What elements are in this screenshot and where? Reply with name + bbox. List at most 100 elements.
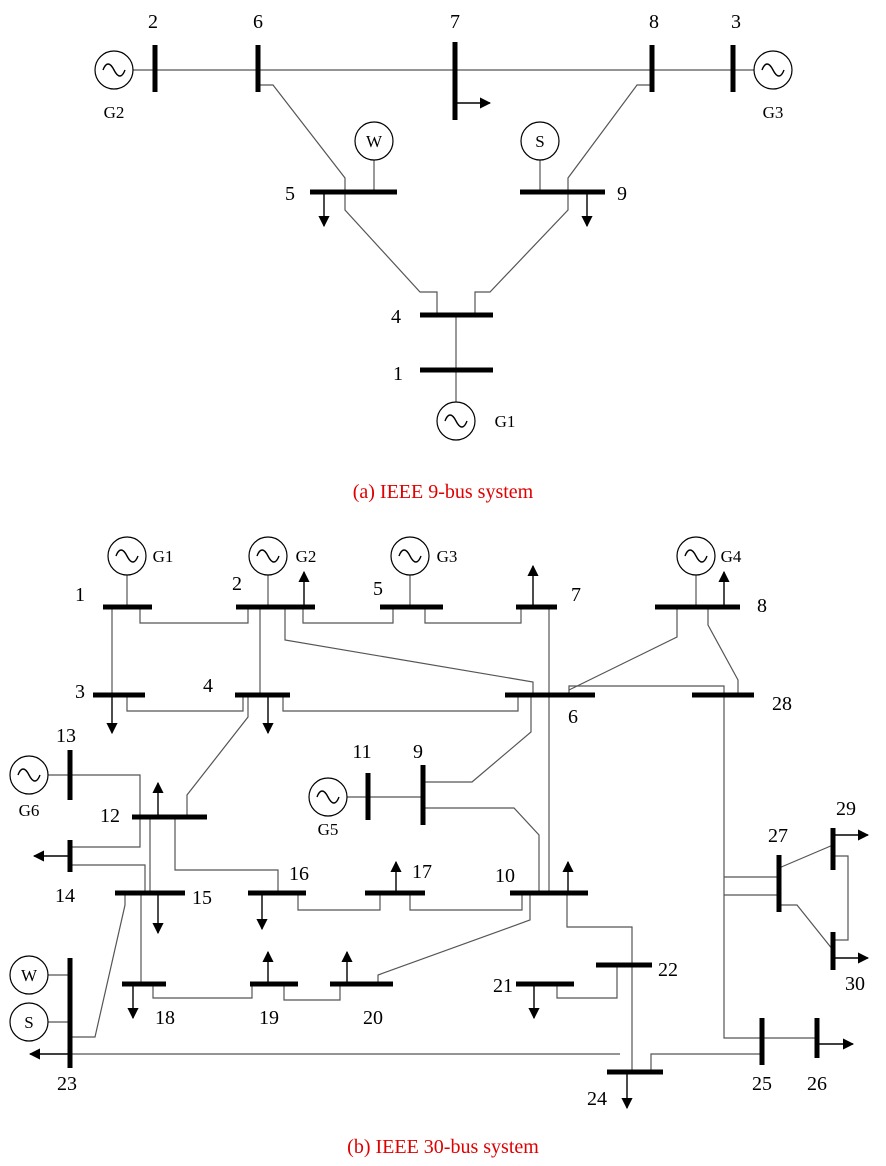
bus-label-20: 20 (363, 1007, 383, 1029)
bus-label-11: 11 (352, 741, 371, 763)
bus-label-2: 2 (232, 573, 242, 595)
line-8-9 (567, 84, 652, 192)
bus-label-18: 18 (155, 1007, 175, 1029)
generator-g2-icon (248, 536, 288, 576)
generator-g3-icon (753, 50, 793, 90)
bus-label-1: 1 (75, 584, 85, 606)
solar-source-label: S (535, 132, 544, 151)
line-6-5 (258, 84, 346, 192)
line-17-10 (409, 893, 523, 911)
bus-label-30: 30 (845, 973, 865, 995)
line-4-6 (282, 695, 519, 712)
bus-label-26: 26 (807, 1073, 827, 1095)
ieee30-lines (70, 607, 849, 1072)
bus-label-8: 8 (757, 595, 767, 617)
bus-label-4: 4 (391, 306, 401, 328)
line-28-25 (723, 695, 762, 1039)
bus-label-8: 8 (649, 11, 659, 33)
bus-label-15: 15 (192, 887, 212, 909)
bus-label-10: 10 (495, 865, 515, 887)
gen-label-g1: G1 (495, 412, 516, 431)
bus-label-29: 29 (836, 798, 856, 820)
generator-g4-icon (676, 536, 716, 576)
bus-label-7: 7 (571, 584, 581, 606)
bus-label-16: 16 (289, 863, 309, 885)
bus-label-17: 17 (412, 861, 432, 883)
bus-label-9: 9 (617, 183, 627, 205)
ieee30-loads (28, 564, 870, 1110)
bus-label-23: 23 (57, 1073, 77, 1095)
bus-label-22: 22 (658, 959, 678, 981)
line-2-5 (302, 607, 394, 624)
gen-label-g2: G2 (104, 103, 125, 122)
bus-label-6: 6 (253, 11, 263, 33)
bus-label-7: 7 (450, 11, 460, 33)
line-9-10 (423, 807, 540, 893)
bus-label-21: 21 (493, 975, 513, 997)
line-27-30 (779, 904, 834, 951)
line-2-6 (284, 607, 534, 695)
ieee9-diagram: W S 2 6 7 8 3 5 9 4 1 G2 G3 G1 (a) IEEE … (94, 11, 793, 503)
gen-label-g3: G3 (437, 547, 458, 566)
gen-label-g1: G1 (153, 547, 174, 566)
bus-label-12: 12 (100, 805, 120, 827)
line-6-9 (423, 695, 532, 783)
bus-label-14: 14 (55, 885, 75, 907)
bus-label-9: 9 (413, 741, 423, 763)
line-15-23 (70, 893, 126, 1038)
line-4-12 (186, 695, 249, 817)
bus-label-3: 3 (75, 681, 85, 703)
gen-label-g4: G4 (721, 547, 742, 566)
generator-g3-icon (390, 536, 430, 576)
generator-g1-icon (436, 401, 476, 441)
line-3-4 (126, 695, 244, 712)
wind-source-icon: W (354, 121, 394, 161)
wind-source-label: W (366, 132, 383, 151)
ieee30-buses (67, 604, 836, 1075)
line-14-15 (70, 864, 146, 893)
generator-g2-icon (94, 50, 134, 90)
gen-label-g3: G3 (763, 103, 784, 122)
bus-label-24: 24 (587, 1088, 607, 1110)
line-8-28 (707, 607, 739, 695)
caption-ieee9: (a) IEEE 9-bus system (353, 481, 534, 503)
ieee30-diagram: W S G1 G2 G3 G4 G5 G6 1 2 5 7 8 3 4 6 28… (9, 536, 870, 1158)
line-9-4 (474, 192, 569, 315)
line-24-25 (650, 1053, 762, 1072)
bus-label-13: 13 (56, 725, 76, 747)
line-27-29 (778, 844, 834, 869)
gen-label-g2: G2 (296, 547, 317, 566)
solar-source-label: S (24, 1013, 33, 1032)
bus-label-19: 19 (259, 1007, 279, 1029)
line-5-7 (424, 607, 522, 624)
bus-label-28: 28 (772, 693, 792, 715)
line-5-4 (344, 192, 438, 315)
line-8-6 (568, 607, 678, 691)
line-12-14 (70, 817, 141, 848)
bus-label-2: 2 (148, 11, 158, 33)
line-13-12 (70, 774, 141, 817)
bus-label-1: 1 (393, 363, 403, 385)
bus-label-27: 27 (768, 825, 788, 847)
wind-source-label: W (21, 966, 38, 985)
line-6-28 (568, 685, 725, 695)
generator-g1-icon (107, 536, 147, 576)
line-12-16 (174, 817, 279, 893)
solar-source-icon: S (9, 1002, 49, 1042)
bus-label-4: 4 (203, 675, 213, 697)
caption-ieee30: (b) IEEE 30-bus system (347, 1136, 539, 1158)
line-19-20 (283, 984, 341, 1001)
line-18-19 (152, 984, 253, 999)
bus-label-3: 3 (731, 11, 741, 33)
line-20-10 (377, 893, 531, 984)
bus-label-5: 5 (285, 183, 295, 205)
wind-source-icon: W (9, 955, 49, 995)
line-16-17 (297, 893, 381, 911)
generator-g6-icon (9, 755, 49, 795)
gen-label-g5: G5 (318, 820, 339, 839)
line-21-22 (556, 965, 618, 999)
gen-label-g6: G6 (19, 801, 40, 820)
generator-g5-icon (308, 777, 348, 817)
solar-source-icon: S (520, 121, 560, 161)
